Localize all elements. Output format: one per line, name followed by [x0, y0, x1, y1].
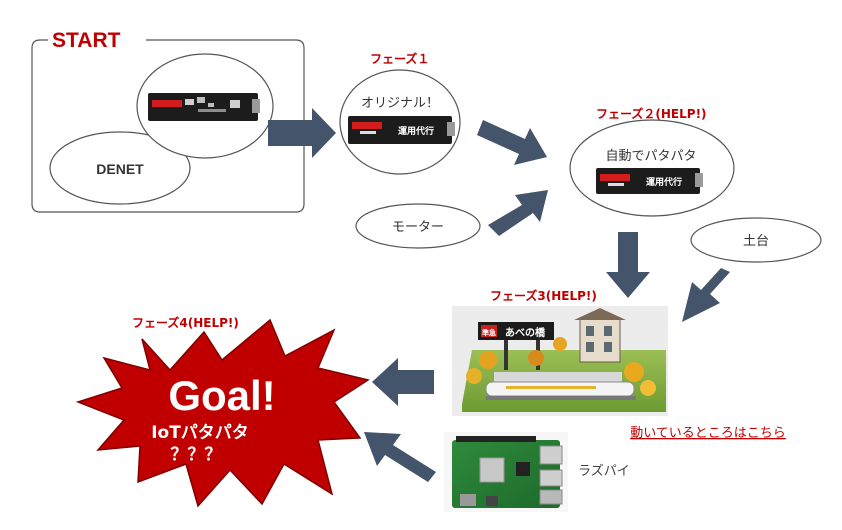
arrow-start-to-phase1: [268, 108, 336, 158]
phase1-device-tag: 運用代行: [398, 125, 434, 137]
arrow-raspi-to-goal: [364, 432, 436, 482]
start-frame: [31, 39, 305, 213]
base-bubble: [690, 217, 822, 263]
phase1-group: フェーズ１ オリジナル！ 運用代行: [339, 51, 461, 175]
start-group: START DENET: [31, 29, 305, 213]
arrow-phase2-to-phase3: [606, 232, 650, 298]
video-link-text[interactable]: 動いているところはこちら: [630, 426, 786, 441]
base-label: 土台: [743, 234, 769, 249]
arrow-base-to-phase3: [682, 268, 730, 322]
diorama-sign-small: 準急: [482, 328, 496, 337]
phase2-device-tag: 運用代行: [646, 176, 682, 188]
phase2-bubble-text: 自動でパタパタ: [605, 149, 696, 164]
phase1-bubble-text: オリジナル！: [361, 96, 439, 111]
device-photo-original: [148, 93, 260, 121]
arrow-motor-to-phase2: [488, 190, 548, 236]
denet-label: DENET: [96, 161, 144, 177]
goal-line2: ？？？: [171, 445, 222, 465]
goal-title: Goal!: [168, 372, 275, 419]
phase4-label: フェーズ4(HELP!): [132, 315, 239, 330]
raspi-label: ラズパイ: [578, 463, 630, 479]
goal-burst: [75, 318, 370, 508]
raspberry-pi-photo: [444, 432, 568, 512]
arrows: [268, 108, 730, 482]
arrow-phase3-to-goal: [372, 358, 434, 406]
denet-bubble: [49, 131, 191, 205]
phase2-group: フェーズ２(HELP!) 自動でパタパタ 運用代行: [569, 106, 735, 217]
device-photo-phase2: [596, 168, 703, 194]
motor-bubble: [355, 203, 481, 249]
diorama-photo: [452, 306, 668, 416]
arrow-phase1-to-phase2: [477, 120, 547, 165]
motor-label: モーター: [392, 220, 444, 235]
goal-line1: IoTパタパタ: [151, 423, 249, 443]
video-link[interactable]: 動いているところはこちら: [630, 426, 786, 441]
phase3-label: フェーズ3(HELP!): [490, 288, 597, 303]
diorama-sign-text: あべの橋: [505, 326, 546, 339]
phase2-label: フェーズ２(HELP!): [596, 106, 707, 121]
start-title: START: [52, 29, 121, 52]
phase1-label: フェーズ１: [370, 51, 429, 66]
device-photo-phase1: [348, 116, 455, 144]
